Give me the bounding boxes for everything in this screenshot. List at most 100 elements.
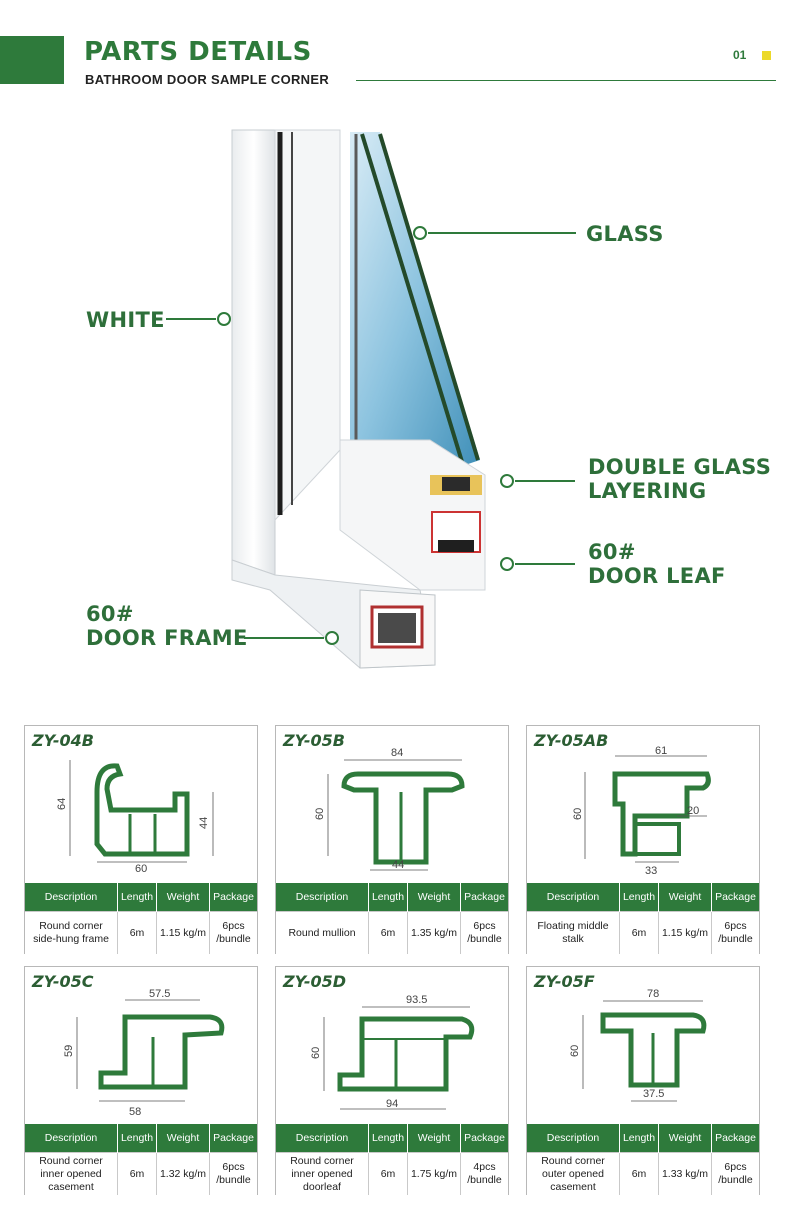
cell-package: 6pcs /bundle [209,911,257,954]
cell-length: 6m [117,1152,157,1195]
product-card-zy-04b: ZY-04B 64 44 60 Description Length Weigh… [24,725,258,954]
dim-width: 78 [647,988,659,1000]
profile-drawing: 84 60 44 [314,747,465,871]
cell-weight: 1.15 kg/m [156,911,210,954]
dim-height: 59 [63,1045,75,1057]
dim-width: 84 [391,747,403,759]
col-description: Description [527,1124,620,1153]
product-code: ZY-05F [534,972,595,991]
table-row: Round corner side-hung frame 6m 1.15 kg/… [25,911,257,954]
dim-height: 60 [569,1045,581,1057]
spec-table: Description Length Weight Package Round … [276,883,508,954]
page-number: 01 [733,48,747,62]
col-length: Length [619,883,659,912]
cell-weight: 1.15 kg/m [658,911,712,954]
table-row: Floating middle stalk 6m 1.15 kg/m 6pcs … [527,911,759,954]
callout-double-glass-line2: LAYERING [588,479,707,503]
cell-description: Round corner inner opened doorleaf [276,1152,369,1195]
callout-white-dot [217,312,231,326]
callout-double-glass-label: DOUBLE GLASS LAYERING [588,455,771,503]
profile-drawing: 93.5 60 94 [310,994,475,1110]
dim-height: 60 [310,1047,322,1059]
product-code: ZY-04B [32,731,94,750]
table-row: Round mullion 6m 1.35 kg/m 6pcs /bundle [276,911,508,954]
dim-base: 44 [392,859,404,871]
dim-width: 57.5 [149,988,170,1000]
dim-inner-height: 44 [198,817,210,829]
cell-length: 6m [368,1152,408,1195]
col-length: Length [117,1124,157,1153]
col-description: Description [527,883,620,912]
profile-drawing: 64 44 60 [56,760,214,875]
product-card-zy-05c: ZY-05C 57.5 59 58 Description Length Wei… [24,966,258,1195]
product-card-zy-05b: ZY-05B 84 60 44 Description Length Weigh… [275,725,509,954]
callout-door-leaf-line1: 60# [588,540,636,564]
cell-weight: 1.33 kg/m [658,1152,712,1195]
dim-height: 60 [572,808,584,820]
dim-height: 64 [56,798,68,810]
cell-length: 6m [619,911,659,954]
callout-double-glass-line1: DOUBLE GLASS [588,455,772,479]
cell-description: Floating middle stalk [527,911,620,954]
dim-width: 93.5 [406,994,427,1006]
col-weight: Weight [407,1124,461,1153]
cell-weight: 1.75 kg/m [407,1152,461,1195]
dim-base: 58 [129,1106,141,1118]
callout-door-frame-label: 60# DOOR FRAME [86,602,248,650]
product-card-zy-05f: ZY-05F 78 60 37.5 Description Length Wei… [526,966,760,1195]
callout-white-label: WHITE [86,308,165,332]
cell-description: Round corner outer opened casement [527,1152,620,1195]
header-accent-bar [0,36,64,84]
product-code: ZY-05C [32,972,94,991]
cell-weight: 1.32 kg/m [156,1152,210,1195]
col-length: Length [619,1124,659,1153]
cell-length: 6m [117,911,157,954]
col-package: Package [711,1124,759,1153]
col-weight: Weight [407,883,461,912]
col-description: Description [25,883,118,912]
dim-width: 61 [655,745,667,757]
col-description: Description [276,883,369,912]
callout-door-leaf-label: 60# DOOR LEAF [588,540,726,588]
callout-white-line [166,318,216,320]
profile-drawing: 57.5 59 58 [63,988,225,1118]
dim-width: 60 [135,863,147,875]
cell-package: 6pcs /bundle [209,1152,257,1195]
page-marker [762,51,771,60]
product-code: ZY-05D [283,972,347,991]
callout-glass-line [428,232,576,234]
dim-base: 94 [386,1098,398,1110]
callout-door-leaf-dot [500,557,514,571]
table-row: Round corner inner opened casement 6m 1.… [25,1152,257,1195]
spec-table: Description Length Weight Package Round … [25,1124,257,1195]
col-package: Package [460,883,508,912]
cell-package: 6pcs /bundle [460,911,508,954]
product-card-zy-05d: ZY-05D 93.5 60 94 Description Length Wei… [275,966,509,1195]
cell-package: 6pcs /bundle [711,911,759,954]
col-description: Description [25,1124,118,1153]
callout-door-leaf-line2: DOOR LEAF [588,564,726,588]
callout-glass-dot [413,226,427,240]
cell-description: Round corner side-hung frame [25,911,118,954]
table-row: Round corner inner opened doorleaf 6m 1.… [276,1152,508,1195]
table-row: Round corner outer opened casement 6m 1.… [527,1152,759,1195]
col-weight: Weight [658,883,712,912]
cell-package: 6pcs /bundle [711,1152,759,1195]
callout-door-leaf-line [515,563,575,565]
cell-length: 6m [619,1152,659,1195]
col-weight: Weight [156,883,210,912]
product-code: ZY-05B [283,731,345,750]
callout-door-frame-line1: 60# [86,602,134,626]
callout-door-frame-line2: DOOR FRAME [86,626,248,650]
cell-description: Round mullion [276,911,369,954]
spec-table: Description Length Weight Package Floati… [527,883,759,954]
col-package: Package [209,883,257,912]
page-subtitle: BATHROOM DOOR SAMPLE CORNER [85,72,330,87]
dim-base: 37.5 [643,1088,664,1100]
window-corner-illustration [231,129,486,669]
cell-description: Round corner inner opened casement [25,1152,118,1195]
product-card-zy-05ab: ZY-05AB 61 60 20 33 Description Length W… [526,725,760,954]
callout-door-frame-line [244,637,324,639]
col-length: Length [117,883,157,912]
cell-package: 4pcs /bundle [460,1152,508,1195]
